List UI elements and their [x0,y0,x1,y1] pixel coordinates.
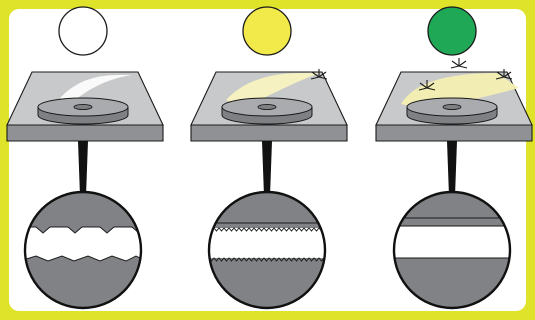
ray-line [495,76,505,80]
zoom-circle [25,192,141,308]
ray-line [503,71,512,78]
ray-line [418,87,428,91]
panel-right [375,6,533,310]
ray-line [311,71,320,78]
disc-hole [73,103,93,111]
ray-line [451,60,460,67]
gap-rough [25,225,141,262]
ray-line [426,82,435,89]
ray-burst [310,69,328,80]
zoom-outline [23,190,143,310]
zoom-circle [394,192,510,308]
light-source-circle [242,6,292,56]
ray-line [450,65,460,69]
panel-left [6,6,164,310]
ray-burst [418,80,436,91]
ray-line [419,82,428,89]
ray-line [503,76,513,80]
zoom-circle [209,192,325,308]
disc-hole [257,103,277,111]
zoom-outline [207,190,327,310]
light-source-circle [58,6,108,56]
ray-line [496,71,505,78]
edge-upper [209,227,325,232]
pointer-wedge [78,141,88,196]
ray-line [310,76,320,80]
ray-line [318,71,327,78]
ray-burst [495,69,513,80]
ray-line [458,60,467,67]
gap-smooth [394,226,510,258]
platform-front [190,124,348,142]
ray-line [458,65,468,69]
light-glow [60,74,132,104]
ray-line [426,87,436,91]
platform-front [375,124,533,142]
zoom-outline [392,190,512,310]
pointer-wedge [447,141,457,196]
gap-finer [209,228,325,258]
panel-middle [190,6,348,310]
edge-lower [209,257,325,262]
disc-hole [442,103,462,111]
light-source-circle [427,6,477,56]
ray-line [318,76,328,80]
ray-burst [450,58,468,69]
platform-front [6,124,164,142]
pointer-wedge [262,141,272,196]
